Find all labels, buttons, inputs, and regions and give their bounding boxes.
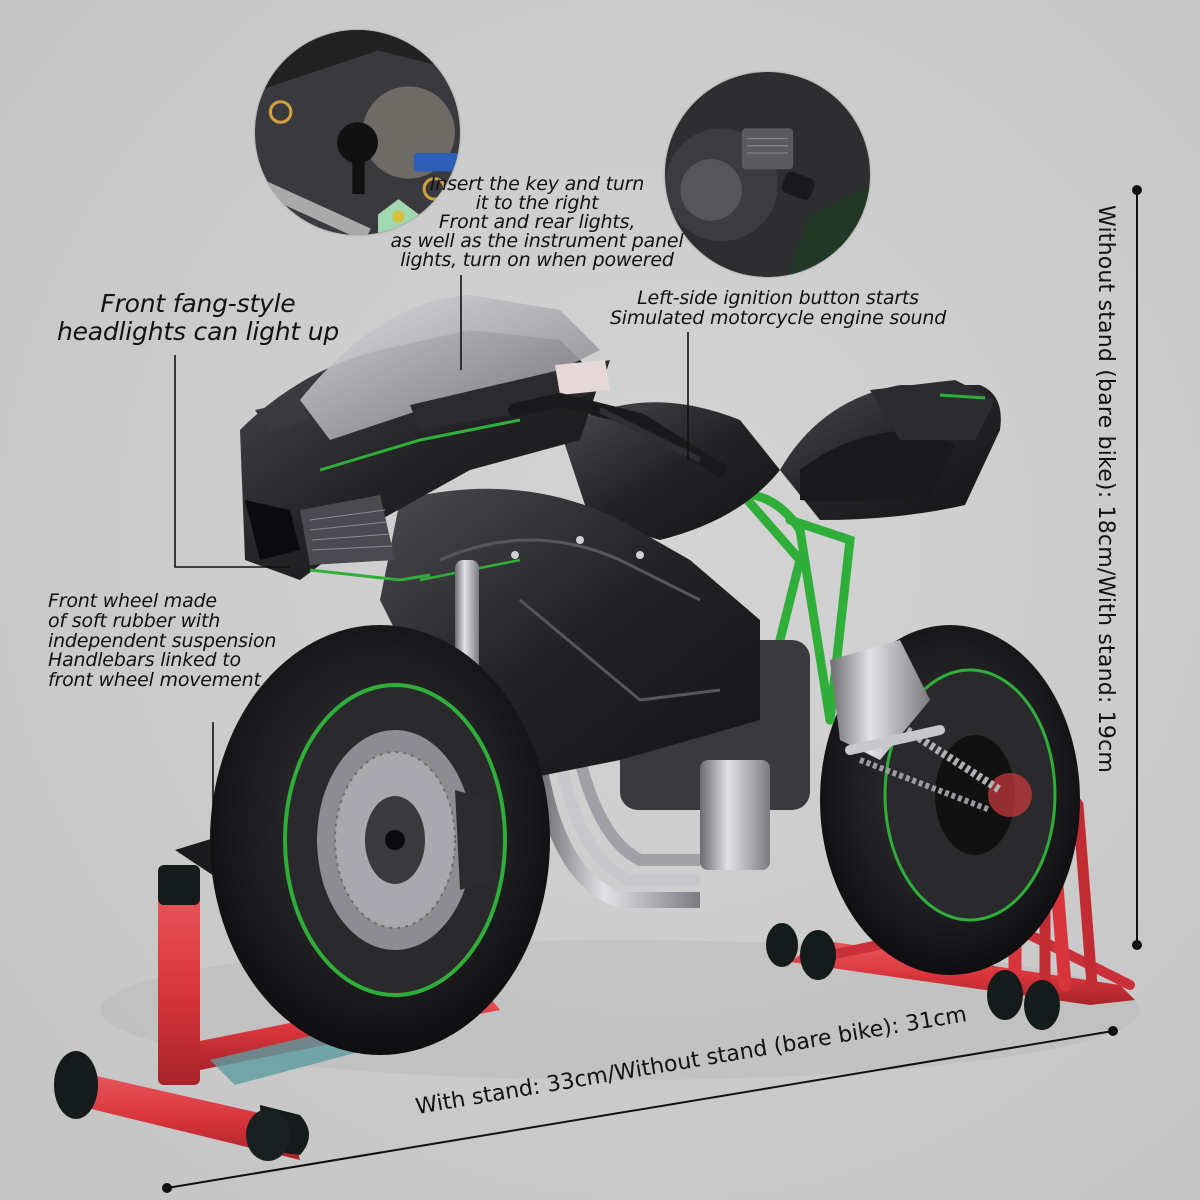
length-dimension-line bbox=[162, 1026, 1118, 1193]
height-dimension-label: Without stand (bare bike): 18cm/With sta… bbox=[1093, 205, 1118, 774]
headlights-callout: Front fang-style headlights can light up bbox=[56, 289, 340, 346]
key-ignition-closeup-icon bbox=[255, 30, 460, 235]
height-dimension-line bbox=[1132, 185, 1142, 950]
handlebar-switch-closeup-icon bbox=[665, 72, 870, 277]
ignition-sound-callout: Left-side ignition button starts Simulat… bbox=[609, 287, 947, 329]
key-ignition-callout: Insert the key and turn it to the right … bbox=[390, 173, 684, 271]
ignition-key-closeup-image bbox=[255, 30, 460, 235]
front-wheel-callout: Front wheel made of soft rubber with ind… bbox=[48, 590, 277, 691]
tail-section bbox=[780, 380, 1001, 520]
left-switch-closeup-image bbox=[665, 72, 870, 277]
callout-leader-lines bbox=[174, 275, 689, 860]
front-wheel bbox=[210, 625, 550, 1055]
